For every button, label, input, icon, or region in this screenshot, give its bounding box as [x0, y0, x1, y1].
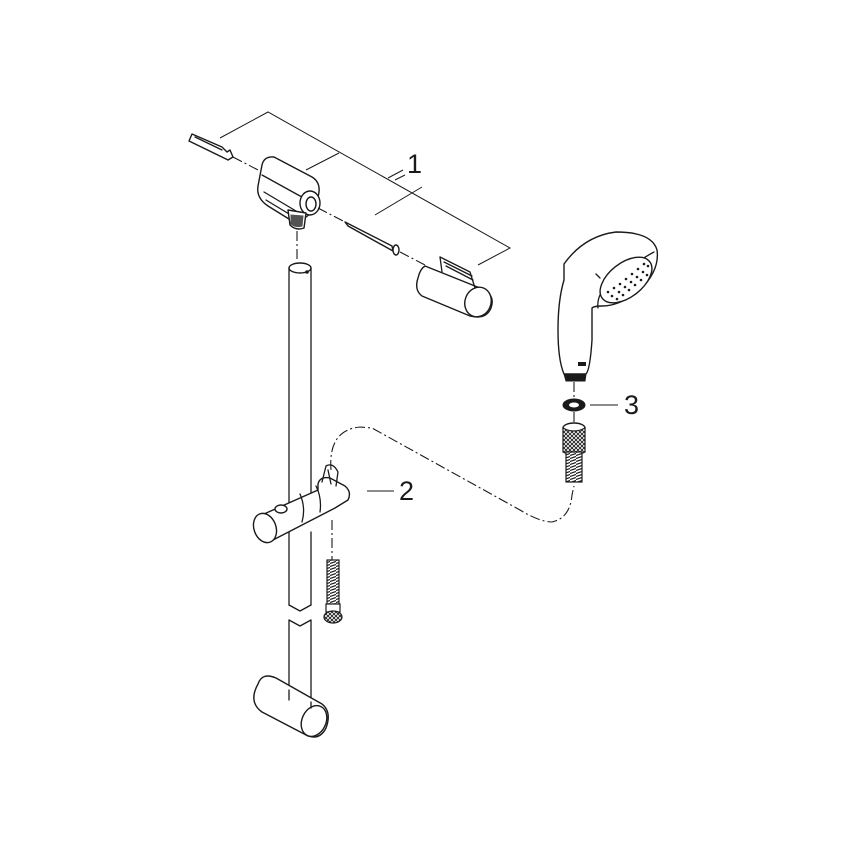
upper-wall-bracket — [257, 156, 321, 230]
sliding-holder — [252, 464, 351, 544]
callout-label-1: 1 — [407, 149, 423, 179]
hand-shower — [557, 231, 659, 382]
shower-rail-upper — [288, 262, 312, 612]
callout-1-tick — [394, 174, 406, 181]
callout-label-3: 3 — [624, 390, 640, 420]
wood-screw — [344, 221, 400, 256]
callout-1-leader-lines — [219, 111, 512, 266]
callout-label-2: 2 — [399, 476, 415, 506]
seal-washer — [562, 398, 586, 412]
wall-plug — [188, 133, 234, 161]
lower-wall-bracket — [253, 675, 329, 738]
shower-hose-nut — [562, 422, 586, 483]
holder-fixing-screw — [323, 559, 343, 624]
shower-hose — [330, 426, 575, 523]
end-cap — [415, 256, 493, 318]
